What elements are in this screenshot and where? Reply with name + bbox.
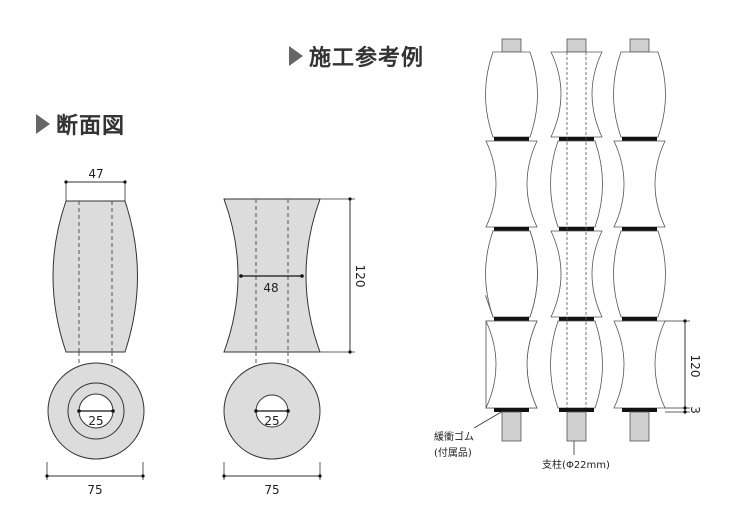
top-width-label: 47 — [88, 167, 103, 181]
bore-right-label: 25 — [264, 414, 279, 428]
cushion-rubber-callout: 緩衝ゴム (付属品) — [434, 410, 504, 459]
example-height-dimension: 120 3 — [665, 319, 702, 414]
height-right-dimension: 120 — [320, 197, 367, 354]
example-height-label: 120 — [688, 355, 702, 378]
height-right-label: 120 — [353, 265, 367, 288]
base-width-left-dimension: 75 — [45, 462, 145, 497]
example-column-3 — [613, 38, 666, 442]
included-label: (付属品) — [434, 446, 472, 459]
base-width-right-dimension: 75 — [222, 462, 322, 497]
barrel-roller-bottom-view: 25 — [47, 362, 145, 460]
construction-example-heading: 施工参考例 — [289, 40, 424, 72]
hourglass-roller-bottom-view: 25 — [223, 362, 321, 460]
base-width-right-label: 75 — [264, 483, 279, 497]
hourglass-roller-side-view: 48 — [223, 198, 321, 410]
top-width-dimension: 47 — [64, 167, 127, 201]
base-width-left-label: 75 — [87, 483, 102, 497]
waist-width-label: 48 — [263, 281, 278, 295]
construction-example-title: 施工参考例 — [309, 46, 425, 71]
section-view-heading: 断面図 — [36, 108, 125, 140]
bore-left-label: 25 — [88, 414, 103, 428]
support-pole-callout: 支柱(Φ22mm) — [542, 441, 610, 471]
example-column-2 — [550, 38, 603, 442]
section-view-title: 断面図 — [56, 114, 126, 139]
example-column-1 — [485, 38, 538, 442]
triangle-bullet-icon — [289, 46, 303, 66]
triangle-bullet-icon — [36, 114, 50, 134]
example-gap-label: 3 — [688, 406, 702, 414]
support-pole-label: 支柱(Φ22mm) — [542, 458, 610, 471]
cushion-rubber-label: 緩衝ゴム — [434, 430, 474, 443]
